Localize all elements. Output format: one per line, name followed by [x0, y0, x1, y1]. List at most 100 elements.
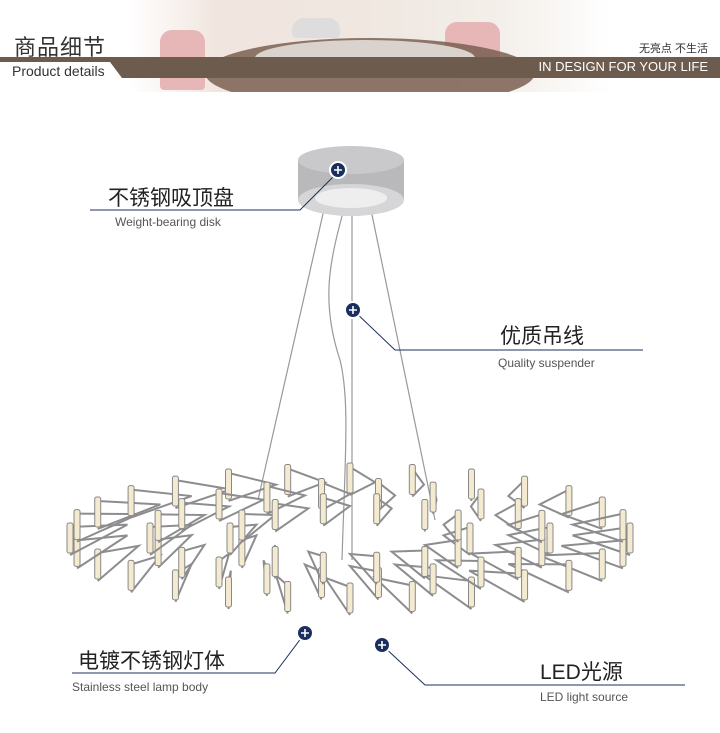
lamp-rod — [180, 543, 207, 580]
led-tube — [271, 499, 279, 531]
led-tube — [421, 545, 429, 577]
section-title-en: Product details — [12, 63, 105, 79]
lamp-rod — [157, 513, 209, 544]
lamp-rod — [505, 526, 551, 556]
led-tube — [598, 548, 606, 580]
led-tube — [598, 496, 606, 528]
led-tube — [346, 582, 354, 614]
led-tube — [238, 509, 246, 541]
led-tube — [73, 509, 81, 541]
callout-disk-subtitle: Weight-bearing disk — [115, 215, 221, 229]
led-tube — [127, 485, 135, 517]
led-tube — [263, 481, 271, 513]
section-title-cn: 商品细节 — [14, 35, 107, 60]
led-tube — [454, 509, 462, 541]
led-tube — [514, 498, 522, 530]
lamp-rod — [322, 496, 353, 527]
lamp-body-rods — [66, 462, 634, 616]
lamp-rod — [377, 481, 397, 512]
lamp-rod — [228, 471, 280, 502]
banner-photo-chair — [292, 18, 340, 38]
led-tube — [226, 522, 234, 554]
plus-marker-icon — [329, 161, 347, 179]
led-tube — [271, 545, 279, 577]
led-tube — [215, 556, 223, 588]
lamp-rod — [130, 488, 192, 519]
led-tube — [171, 475, 179, 507]
lamp-rod — [347, 564, 380, 601]
lamp-rod — [422, 539, 459, 569]
callout-markers — [296, 161, 391, 654]
suspension-wires — [257, 204, 436, 561]
lamp-rod — [433, 559, 482, 590]
led-tube — [626, 522, 634, 554]
led-tube — [225, 468, 233, 500]
led-tube — [521, 569, 529, 601]
lamp-rod — [241, 512, 278, 543]
header-band-left — [0, 62, 125, 82]
led-tube — [146, 522, 154, 554]
callout-disk-title: 不锈钢吸顶盘 — [108, 187, 234, 210]
header-band — [0, 57, 720, 78]
ceiling-disk — [298, 146, 404, 216]
led-tube — [467, 468, 475, 500]
slogan-cn: 无亮点 不生活 — [638, 43, 708, 55]
led-tube — [284, 580, 292, 612]
lamp-rod — [69, 523, 128, 556]
lamp-rod — [467, 550, 519, 581]
callout-body-subtitle: Stainless steel lamp body — [72, 680, 209, 694]
lamp-rod — [442, 513, 459, 543]
led-tube — [521, 475, 529, 507]
lamp-rod — [572, 526, 631, 556]
lamp-rod — [321, 481, 353, 512]
lamp-rod — [507, 562, 570, 594]
lamp-rod — [266, 485, 308, 515]
led-tube — [477, 556, 485, 588]
led-tube — [373, 493, 381, 525]
led-tube — [546, 522, 554, 554]
lamp-rod — [492, 538, 543, 569]
led-tube — [408, 464, 416, 496]
lamp-rod — [349, 466, 378, 496]
lamp-rod — [558, 500, 603, 530]
led-tube — [66, 522, 74, 554]
lamp-rod — [181, 501, 233, 532]
lamp-rod — [505, 513, 543, 544]
header-banner: 商品细节 Product details 无亮点 不生活 IN DESIGN F… — [0, 0, 720, 92]
led-tube — [619, 509, 627, 541]
lamp-rod — [76, 534, 128, 570]
led-tube — [477, 488, 485, 520]
led-tube — [408, 580, 416, 612]
lamp-rod — [537, 488, 570, 519]
led-tube — [319, 493, 327, 525]
led-tube — [154, 509, 162, 541]
plus-marker-icon — [373, 636, 391, 654]
lamp-rod — [306, 550, 325, 585]
lamp-rod — [568, 512, 624, 543]
led-tube — [284, 464, 292, 496]
led-tube — [178, 498, 186, 530]
led-tube — [429, 563, 437, 595]
plus-marker-icon — [344, 301, 362, 319]
led-tube — [514, 546, 522, 578]
led-tube — [565, 485, 573, 517]
lamp-rod — [391, 563, 434, 597]
lamp-rod — [375, 496, 394, 527]
led-tube — [263, 563, 271, 595]
callout-suspender-title: 优质吊线 — [500, 325, 584, 348]
callout-led-title: LED光源 — [540, 661, 623, 684]
callout-lines — [72, 171, 685, 686]
led-tube — [178, 546, 186, 578]
lamp-rod — [322, 575, 351, 616]
callout-suspender-subtitle: Quality suspender — [498, 356, 595, 370]
lamp-rod — [411, 467, 426, 498]
lamp-rod — [97, 499, 161, 530]
led-tube — [215, 488, 223, 520]
led-tube — [565, 559, 573, 591]
led-tube — [429, 481, 437, 513]
slogan-en: IN DESIGN FOR YOUR LIFE — [538, 59, 708, 74]
lamp-rod — [157, 533, 195, 569]
led-tube — [94, 496, 102, 528]
lamp-rod — [274, 502, 311, 533]
